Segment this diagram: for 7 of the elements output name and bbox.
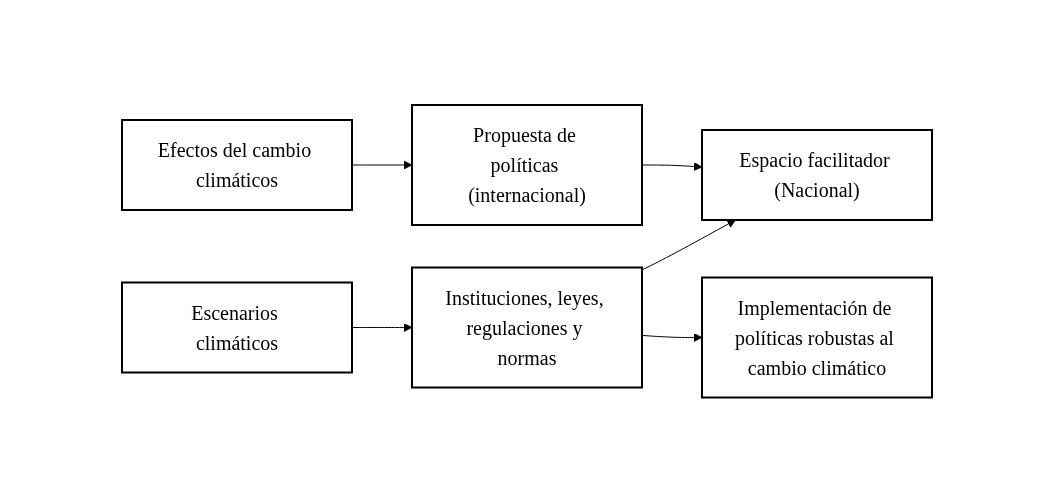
- node-box: Propuesta de políticas (internacional): [411, 103, 643, 226]
- arrow: [641, 219, 736, 271]
- node-box: Instituciones, leyes, regulaciones y normas: [411, 266, 643, 389]
- node-box: Efectos del cambio climáticos: [121, 118, 353, 211]
- node-box: Implementación de políticas robustas al cambio climático: [701, 276, 933, 399]
- node-box: Espacio facilitador (Nacional): [701, 128, 933, 221]
- node-box: Escenarios climáticos: [121, 281, 353, 374]
